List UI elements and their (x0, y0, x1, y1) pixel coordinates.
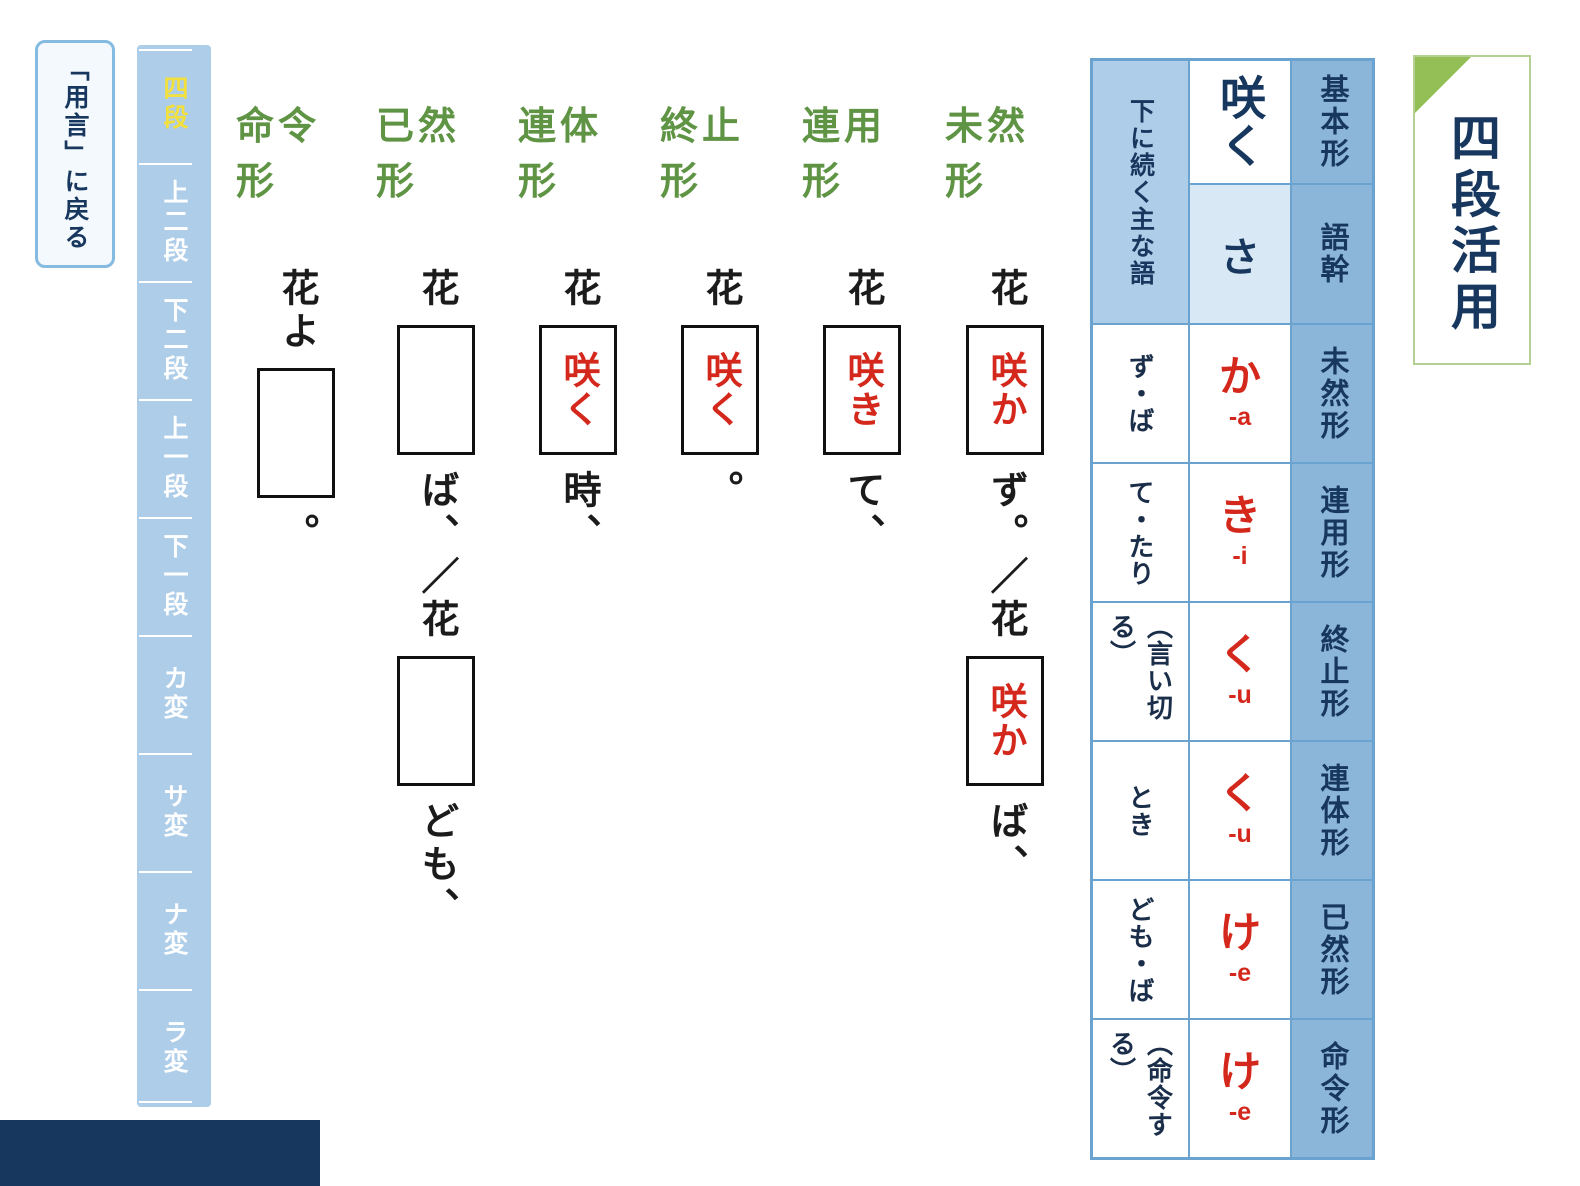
ending-renyokei: き -i (1190, 464, 1290, 601)
example-sentence: 花よ 。 (257, 268, 335, 1105)
sentence-text: ば、 (984, 800, 1026, 887)
sentence-text: 花 (415, 268, 457, 311)
example-meireikei: 命令形 花よ 。 (236, 95, 356, 1105)
corner-triangle-decoration (1415, 57, 1471, 113)
following-words-header: 下に続く主な語 (1093, 61, 1188, 323)
following-words-shushikei: （言い切る） (1093, 603, 1188, 740)
example-sentence: 花 咲く 。 (681, 268, 759, 1105)
answer-box-filled[interactable]: 咲き (823, 325, 901, 456)
ending-rentaikei: く -u (1190, 742, 1290, 879)
form-label-gokan: 語幹 (1292, 185, 1372, 323)
example-header-rentaikei: 連体形 (518, 106, 603, 203)
example-renyokei: 連用形 花 咲き て、 (802, 95, 922, 1105)
sentence-text: ず。／花 (984, 469, 1026, 642)
page-title: 四段活用 (1444, 112, 1500, 336)
stem-cell: さ (1190, 185, 1290, 323)
nav-item-yodan[interactable]: 四段 (137, 45, 211, 163)
following-words-rentaikei: とき (1093, 742, 1188, 879)
answer-box-empty[interactable] (397, 656, 475, 787)
back-button-label: 「用言」に戻る (61, 56, 89, 252)
nav-item-nahen[interactable]: ナ変 (137, 871, 211, 989)
example-sentence: 花 ば、／花 ども、 (397, 268, 475, 1105)
following-words-mizenkei: ず・ば (1093, 325, 1188, 462)
example-header-renyokei: 連用形 (802, 106, 887, 203)
form-label-shushikei: 終止形 (1292, 603, 1372, 740)
sentence-text: 花 (557, 268, 599, 311)
example-header-izenkei: 已然形 (376, 106, 461, 203)
footer-bar (0, 1120, 320, 1186)
conjugation-type-nav: 四段 上二段 下二段 上一段 下一段 カ変 サ変 ナ変 ラ変 (137, 45, 211, 1107)
ending-shushikei: く -u (1190, 603, 1290, 740)
nav-item-shimonidan[interactable]: 下二段 (137, 281, 211, 399)
nav-item-kamiichidan[interactable]: 上一段 (137, 399, 211, 517)
sentence-text: 花 (841, 268, 883, 311)
form-label-renyokei: 連用形 (1292, 464, 1372, 601)
back-to-yougen-button[interactable]: 「用言」に戻る (35, 40, 115, 268)
answer-box-filled[interactable]: 咲く (681, 325, 759, 456)
example-sentence: 花 咲か ず。／花 咲か ば、 (966, 268, 1044, 1105)
sentence-text: て、 (841, 469, 883, 556)
following-words-renyokei: て・たり (1093, 464, 1188, 601)
answer-box-filled[interactable]: 咲か (966, 656, 1044, 787)
example-rentaikei: 連体形 花 咲く 時、 (518, 95, 638, 1105)
example-izenkei: 已然形 花 ば、／花 ども、 (376, 95, 496, 1105)
example-header-shushikei: 終止形 (660, 106, 745, 203)
example-shushikei: 終止形 花 咲く 。 (660, 95, 780, 1105)
nav-item-kahen[interactable]: カ変 (137, 635, 211, 753)
sentence-text: 。 (699, 469, 741, 513)
base-form-word: 咲く (1190, 61, 1290, 183)
sentence-text: 花よ (275, 268, 317, 354)
answer-box-filled[interactable]: 咲か (966, 325, 1044, 456)
page-title-banner: 四段活用 (1413, 55, 1531, 365)
sentence-text: ば、／花 (415, 469, 457, 642)
ending-mizenkei: か -a (1190, 325, 1290, 462)
sentence-text: 。 (275, 512, 317, 556)
nav-item-kaminidan[interactable]: 上二段 (137, 163, 211, 281)
nav-item-sahen[interactable]: サ変 (137, 753, 211, 871)
form-label-izenkei: 已然形 (1292, 881, 1372, 1018)
answer-box-empty[interactable] (397, 325, 475, 456)
form-label-mizenkei: 未然形 (1292, 325, 1372, 462)
form-label-rentaikei: 連体形 (1292, 742, 1372, 879)
sentence-text: 時、 (557, 469, 599, 556)
form-label-meireikei: 命令形 (1292, 1020, 1372, 1157)
answer-box-empty[interactable] (257, 368, 335, 499)
example-sentence: 花 咲き て、 (823, 268, 901, 1105)
conjugation-table: 下に続く主な語 咲く 基本形 さ 語幹 ず・ば か -a 未然形 て・たり き … (1090, 58, 1375, 1160)
example-header-mizenkei: 未然形 (945, 106, 1030, 203)
example-mizenkei: 未然形 花 咲か ず。／花 咲か ば、 (945, 95, 1065, 1105)
nav-item-shimoichidan[interactable]: 下一段 (137, 517, 211, 635)
following-words-izenkei: ども・ば (1093, 881, 1188, 1018)
form-label-kihonkei: 基本形 (1292, 61, 1372, 183)
sentence-text: 花 (984, 268, 1026, 311)
example-sentence: 花 咲く 時、 (539, 268, 617, 1105)
nav-bottom-divider (139, 1101, 193, 1103)
sentence-text: ども、 (415, 800, 457, 930)
answer-box-filled[interactable]: 咲く (539, 325, 617, 456)
example-header-meireikei: 命令形 (236, 106, 321, 203)
ending-izenkei: け -e (1190, 881, 1290, 1018)
sentence-text: 花 (699, 268, 741, 311)
ending-meireikei: け -e (1190, 1020, 1290, 1157)
nav-item-rahen[interactable]: ラ変 (137, 989, 211, 1107)
following-words-meireikei: （命令する） (1093, 1020, 1188, 1157)
